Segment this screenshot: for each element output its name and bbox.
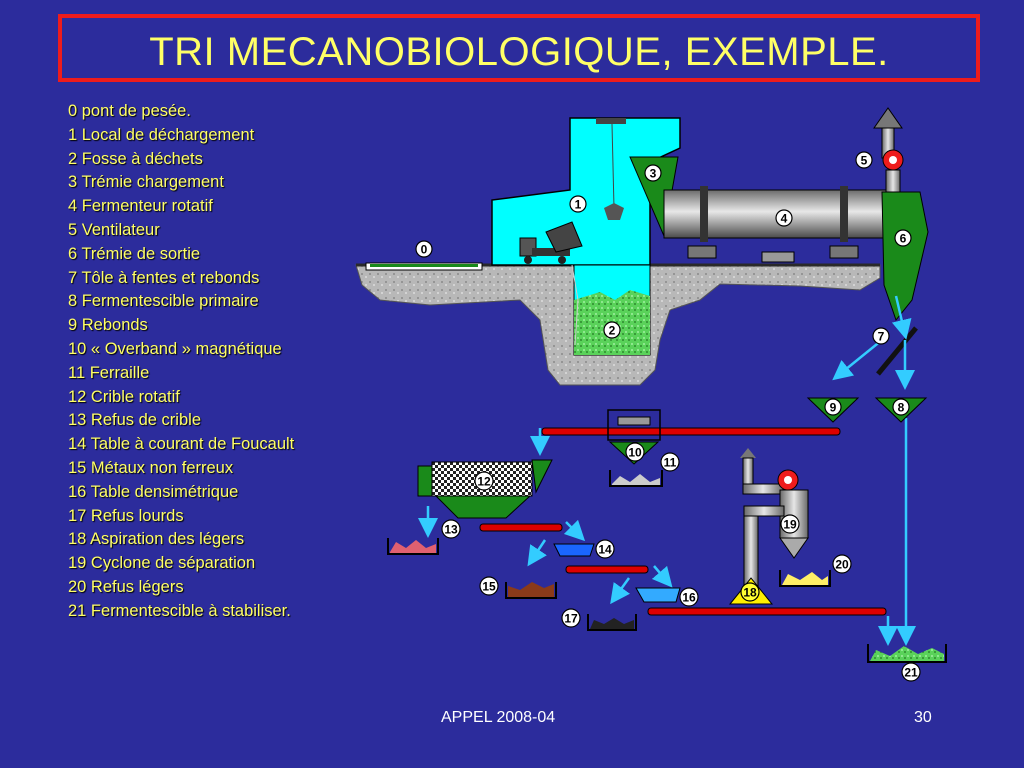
marker-15: 15 — [479, 576, 499, 596]
legend-item: 19 Cyclone de séparation — [68, 554, 256, 573]
marker-label: 1 — [575, 198, 582, 212]
marker-14: 14 — [595, 539, 615, 559]
legend-item: 14 Table à courant de Foucault — [68, 435, 295, 454]
legend-item: 20 Refus légers — [68, 577, 184, 596]
marker-7: 7 — [872, 327, 890, 345]
marker-label: 8 — [898, 401, 905, 415]
marker-10: 10 — [625, 442, 645, 462]
marker-label: 15 — [482, 580, 496, 594]
marker-13: 13 — [441, 519, 461, 539]
density-table — [635, 587, 681, 603]
legend-item: 15 Métaux non ferreux — [68, 458, 234, 477]
page-number: 30 — [914, 709, 932, 726]
marker-label: 11 — [664, 456, 677, 470]
marker-label: 14 — [598, 543, 612, 557]
marker-11: 11 — [660, 452, 680, 472]
unloading-building — [491, 117, 681, 266]
marker-label: 16 — [682, 591, 696, 605]
legend-item: 4 Fermenteur rotatif — [68, 197, 213, 216]
marker-2: 2 — [603, 321, 621, 339]
flow-arrows — [418, 295, 916, 646]
screen-rejects-tray — [387, 538, 439, 555]
marker-label: 0 — [421, 243, 428, 257]
legend-item: 12 Crible rotatif — [68, 387, 180, 406]
marker-12: 12 — [474, 471, 494, 491]
rotary-screen — [417, 459, 553, 519]
legend-item: 6 Trémie de sortie — [68, 244, 201, 263]
scrap-tray — [609, 470, 663, 487]
marker-label: 17 — [564, 612, 578, 626]
legend-item: 8 Fermentescible primaire — [68, 292, 259, 311]
legend-item: 5 Ventilateur — [68, 220, 160, 239]
legend-item: 11 Ferraille — [68, 363, 150, 382]
legend-item: 3 Trémie chargement — [68, 173, 224, 192]
marker-21: 21 — [901, 662, 921, 682]
footer-text: APPEL 2008-04 — [441, 709, 556, 726]
fan — [873, 107, 904, 197]
weighbridge — [365, 262, 483, 271]
fermentable-stabilise-tray — [867, 644, 947, 663]
marker-3: 3 — [644, 164, 662, 182]
title-frame — [58, 14, 980, 82]
legend-item: 1 Local de déchargement — [68, 125, 255, 144]
marker-label: 7 — [878, 330, 885, 344]
marker-label: 20 — [835, 558, 849, 572]
marker-1: 1 — [569, 195, 587, 213]
heavy-rejects-tray — [587, 614, 637, 631]
legend-item: 17 Refus lourds — [68, 506, 184, 525]
legend-item: 7 Tôle à fentes et rebonds — [68, 268, 260, 287]
legend-item: 9 Rebonds — [68, 316, 148, 335]
marker-label: 9 — [830, 401, 837, 415]
marker-5: 5 — [855, 151, 873, 169]
rotary-fermenter — [663, 186, 887, 263]
conveyors — [479, 427, 887, 616]
marker-18: 18 — [740, 582, 760, 602]
marker-9: 9 — [824, 398, 842, 416]
marker-label: 21 — [904, 666, 918, 680]
legend-list: 0 pont de pesée. 1 Local de déchargement 2… — [68, 100, 294, 624]
truck — [519, 221, 583, 264]
marker-20: 20 — [832, 554, 852, 574]
marker-8: 8 — [892, 398, 910, 416]
page-title: TRI MECANOBIOLOGIQUE, EXEMPLE. — [149, 30, 889, 74]
marker-label: 4 — [781, 212, 788, 226]
marker-label: 3 — [650, 167, 657, 181]
marker-16: 16 — [679, 587, 699, 607]
marker-4: 4 — [775, 209, 793, 227]
light-rejects-tray — [779, 570, 831, 587]
marker-label: 10 — [628, 446, 642, 460]
marker-label: 13 — [444, 523, 458, 537]
marker-6: 6 — [894, 229, 912, 247]
legend-item: 21 Fermentescible à stabiliser. — [68, 601, 291, 620]
waste-pit — [571, 264, 651, 356]
marker-label: 12 — [477, 475, 491, 489]
marker-17: 17 — [561, 608, 581, 628]
marker-label: 2 — [609, 324, 616, 338]
marker-19: 19 — [780, 514, 800, 534]
legend-item: 16 Table densimétrique — [68, 482, 239, 501]
legend-item: 18 Aspiration des légers — [68, 530, 245, 549]
marker-label: 19 — [783, 518, 797, 532]
outlet-hopper — [881, 191, 929, 322]
legend-item: 10 « Overband » magnétique — [68, 339, 282, 358]
marker-label: 18 — [743, 586, 757, 600]
legend-item: 0 pont de pesée. — [68, 102, 191, 120]
legend-item: 13 Refus de crible — [68, 411, 201, 430]
non-ferrous-tray — [505, 582, 557, 599]
legend-item: 2 Fosse à déchets — [68, 149, 203, 168]
marker-label: 6 — [900, 232, 907, 246]
marker-label: 5 — [861, 154, 868, 168]
eddy-current-table — [553, 543, 595, 557]
marker-0: 0 — [415, 240, 433, 258]
